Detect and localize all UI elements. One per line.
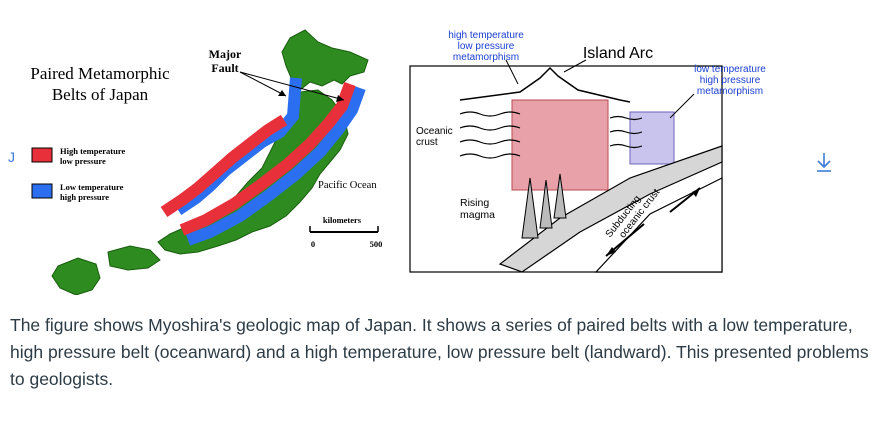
legend-swatch-red — [31, 147, 53, 163]
fault-arrowhead-1 — [278, 90, 286, 96]
rising-magma — [521, 173, 567, 239]
island-arc-label: Island Arc — [583, 45, 653, 62]
map-title-line2: Belts of Japan — [52, 85, 149, 104]
low-t-label-1: low temperature — [694, 64, 766, 75]
kyushu-island — [51, 257, 101, 296]
legend-blue-line1: Low temperature — [60, 182, 124, 192]
fault-arrow-1 — [239, 71, 287, 97]
japan-landmass — [51, 29, 369, 296]
high-t-pointer — [505, 59, 519, 85]
fault-arrowhead-2 — [336, 95, 344, 102]
rising-magma-label-2: magma — [460, 209, 495, 221]
fault-arrow-2 — [239, 71, 345, 101]
fault-label-line2: Fault — [211, 61, 238, 75]
scale-min-label: 0 — [311, 239, 315, 249]
left-edge-marker: J — [8, 149, 15, 165]
blue-belt-path-south — [185, 85, 366, 246]
honshu-island — [157, 89, 349, 255]
oceanic-crust-label-1: Oceanic — [416, 126, 453, 137]
subduction-cross-section: high temperature low pressure metamorphi… — [400, 28, 795, 278]
fault-label-line1: Major — [209, 47, 242, 61]
low-t-label-2: high pressure — [700, 75, 761, 86]
scale-unit-label: kilometers — [323, 215, 362, 225]
subduction-arrowhead — [606, 247, 616, 256]
upper-arrowhead — [692, 188, 700, 197]
legend-red-line2: low pressure — [60, 156, 106, 166]
island-arc-volcano — [459, 66, 631, 103]
legend-red-line1: High temperature — [60, 146, 125, 156]
rising-magma-label-1: Rising — [460, 197, 489, 209]
oceanic-crust-label-2: crust — [416, 137, 438, 148]
japan-map-svg: Paired Metamorphic Belts of Japan Major … — [30, 29, 383, 296]
shikoku-island — [107, 245, 161, 271]
arrow-down-icon[interactable] — [813, 150, 835, 174]
red-belt-path — [160, 114, 288, 217]
ocean-label: Pacific Ocean — [318, 180, 377, 191]
hokkaido-island — [281, 29, 369, 91]
japan-map-figure: Paired Metamorphic Belts of Japan Major … — [0, 20, 400, 296]
high-t-label-1: high temperature — [448, 30, 524, 41]
low-t-label-3: metamorphism — [697, 86, 763, 97]
oceanic-crust-lines — [459, 111, 643, 159]
low-t-zone — [629, 111, 675, 165]
red-belt-path-south — [179, 81, 356, 236]
low-t-pointer — [669, 93, 695, 119]
legend-blue-line2: high pressure — [60, 192, 109, 202]
cross-section-svg: high temperature low pressure metamorphi… — [409, 30, 766, 273]
legend-swatch-blue — [31, 183, 53, 199]
scale-max-label: 500 — [370, 239, 383, 249]
high-t-label-2: low pressure — [458, 41, 515, 52]
map-title-line1: Paired Metamorphic — [30, 64, 170, 83]
lower-slab — [594, 177, 723, 273]
high-t-label-3: metamorphism — [453, 52, 519, 63]
figure-caption: The figure shows Myoshira's geologic map… — [10, 315, 869, 389]
subducting-slab — [498, 145, 723, 273]
island-arc-pointer — [563, 59, 587, 73]
